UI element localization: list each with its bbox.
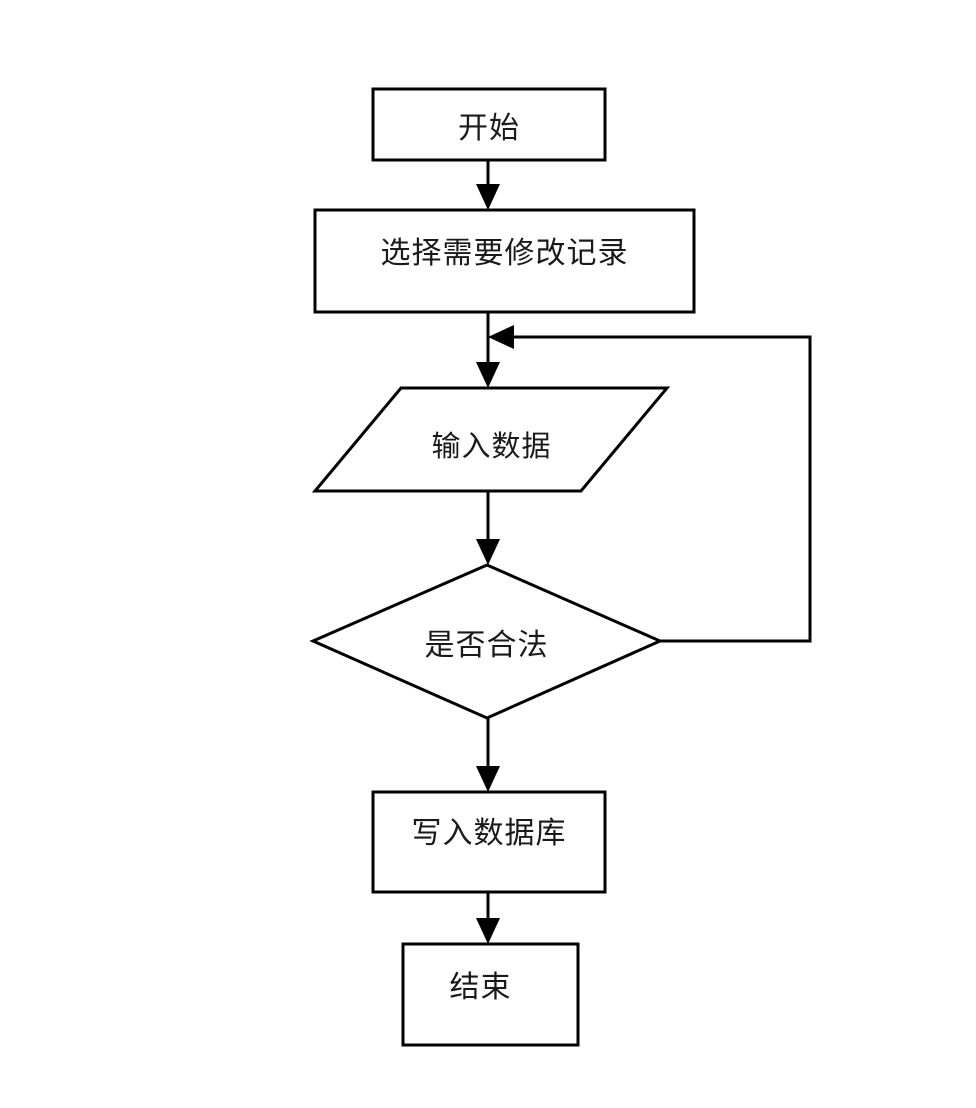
node-select-record-shape — [313, 208, 696, 314]
node-end-shape — [401, 942, 580, 1047]
node-start-label: 开始 — [458, 112, 520, 145]
node-input-data-shape — [311, 386, 671, 493]
edge-select-to-input — [476, 312, 500, 388]
node-select-record-label: 选择需要修改记录 — [380, 237, 629, 270]
node-end-label: 结束 — [449, 971, 512, 1004]
node-is-valid-label: 是否合法 — [424, 629, 549, 662]
node-input-data-label: 输入数据 — [431, 431, 552, 463]
edge-decision-to-write — [476, 718, 500, 792]
node-write-db-label: 写入数据库 — [411, 817, 567, 850]
node-is-valid-shape — [309, 563, 664, 720]
node-start-shape — [371, 87, 607, 162]
edge-decision-feedback-loop — [488, 325, 812, 643]
edge-input-to-decision — [476, 491, 500, 565]
node-write-db-shape — [371, 790, 607, 894]
edge-write-to-end — [476, 892, 500, 944]
edge-start-to-select — [476, 160, 500, 210]
